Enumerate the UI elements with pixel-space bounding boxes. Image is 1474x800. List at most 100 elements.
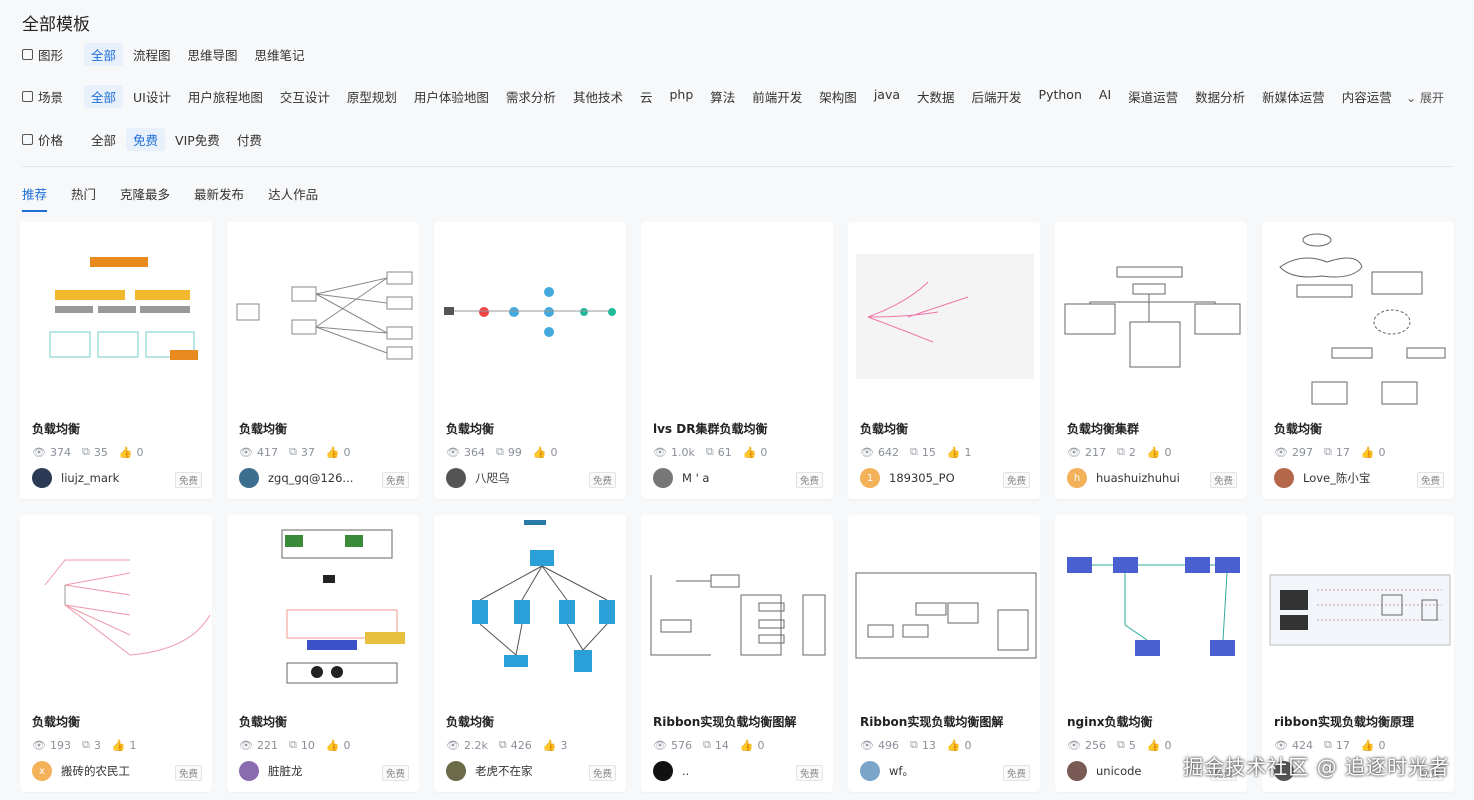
filter-graphics-option[interactable]: 全部 — [84, 43, 124, 66]
template-thumbnail[interactable] — [227, 515, 419, 705]
filter-scene-option[interactable]: AI — [1098, 87, 1112, 102]
author-name[interactable]: wf。 — [889, 764, 914, 778]
template-thumbnail[interactable] — [848, 515, 1040, 705]
avatar[interactable] — [239, 468, 259, 488]
author[interactable]: M ' a — [653, 468, 709, 488]
filter-graphics-option[interactable]: 思维导图 — [187, 48, 238, 63]
template-title[interactable]: nginx负载均衡 — [1067, 715, 1153, 729]
author[interactable]: zgq_gq@126... — [239, 468, 353, 488]
filter-scene-option[interactable]: UI设计 — [133, 90, 171, 105]
template-thumbnail[interactable] — [434, 222, 626, 412]
template-title[interactable]: ribbon实现负载均衡原理 — [1274, 715, 1414, 729]
author-name[interactable]: 189305_PO — [889, 471, 955, 485]
filter-price-option[interactable]: 付费 — [236, 133, 262, 148]
template-thumbnail[interactable] — [1055, 222, 1247, 412]
template-thumbnail[interactable] — [1262, 222, 1454, 412]
filter-scene-option[interactable]: 架构图 — [819, 90, 857, 105]
filter-scene-option[interactable]: php — [669, 87, 694, 102]
template-thumbnail[interactable] — [848, 222, 1040, 412]
author-name[interactable]: Love_陈小宝 — [1303, 471, 1371, 485]
template-title[interactable]: 负载均衡 — [239, 422, 288, 436]
filter-scene-option[interactable]: 算法 — [710, 90, 736, 105]
avatar[interactable] — [860, 761, 880, 781]
filter-scene-option[interactable]: 交互设计 — [279, 90, 330, 105]
template-thumbnail[interactable] — [227, 222, 419, 412]
template-thumbnail[interactable] — [1055, 515, 1247, 705]
template-thumbnail[interactable] — [1262, 515, 1454, 705]
filter-scene-option[interactable]: 用户旅程地图 — [187, 90, 263, 105]
template-title[interactable]: 负载均衡 — [32, 422, 81, 436]
filter-scene-option[interactable]: 新媒体运营 — [1262, 90, 1325, 105]
author[interactable] — [1274, 761, 1303, 781]
author-name[interactable]: zgq_gq@126... — [268, 471, 354, 485]
filter-scene-option[interactable]: java — [873, 87, 901, 102]
filter-scene-option[interactable]: 用户体验地图 — [413, 90, 489, 105]
filter-graphics-option[interactable]: 思维笔记 — [254, 48, 305, 63]
template-title[interactable]: 负载均衡 — [446, 715, 495, 729]
avatar[interactable] — [446, 761, 466, 781]
author[interactable]: unicode — [1067, 761, 1142, 781]
filter-scene-option[interactable]: 大数据 — [917, 90, 955, 105]
tab-item[interactable]: 达人作品 — [268, 187, 319, 202]
template-title[interactable]: 负载均衡 — [446, 422, 495, 436]
avatar[interactable] — [446, 468, 466, 488]
author[interactable]: 八咫乌 — [446, 468, 510, 488]
filter-scene-option[interactable]: 原型规划 — [346, 90, 397, 105]
template-title[interactable]: Ribbon实现负载均衡图解 — [653, 715, 797, 729]
author-name[interactable]: 老虎不在家 — [475, 764, 533, 778]
author[interactable]: 脏脏龙 — [239, 761, 303, 781]
template-title[interactable]: 负载均衡 — [1274, 422, 1323, 436]
author[interactable]: 老虎不在家 — [446, 761, 533, 781]
filter-price-option[interactable]: 全部 — [91, 133, 117, 148]
template-title[interactable]: lvs DR集群负载均衡 — [653, 422, 768, 436]
avatar[interactable]: x — [32, 761, 52, 781]
filter-scene-option[interactable]: 渠道运营 — [1128, 90, 1179, 105]
filter-scene-option[interactable]: 数据分析 — [1195, 90, 1246, 105]
filter-scene-option[interactable]: 前端开发 — [752, 90, 803, 105]
template-thumbnail[interactable] — [20, 222, 212, 412]
author-name[interactable]: liujz_mark — [61, 471, 120, 485]
avatar[interactable] — [239, 761, 259, 781]
filter-scene-option[interactable]: 内容运营 — [1341, 90, 1392, 105]
tab-item[interactable]: 推荐 — [22, 184, 48, 212]
author[interactable]: 1 189305_PO — [860, 468, 955, 488]
template-thumbnail[interactable] — [20, 515, 212, 705]
template-thumbnail[interactable] — [434, 515, 626, 705]
author-name[interactable]: 八咫乌 — [475, 471, 510, 485]
author[interactable]: Love_陈小宝 — [1274, 468, 1370, 488]
template-thumbnail[interactable] — [641, 222, 833, 412]
author-name[interactable]: unicode — [1096, 764, 1142, 778]
filter-scene-option[interactable]: 全部 — [84, 85, 124, 108]
filter-price-option[interactable]: 免费 — [126, 128, 166, 151]
author-name[interactable]: huashuizhuhui — [1096, 471, 1180, 485]
author[interactable]: liujz_mark — [32, 468, 119, 488]
filter-graphics-option[interactable]: 流程图 — [133, 48, 171, 63]
filter-scene-option[interactable]: Python — [1038, 87, 1082, 102]
tab-item[interactable]: 热门 — [71, 187, 97, 202]
author[interactable]: .. — [653, 761, 689, 781]
author-name[interactable]: 脏脏龙 — [268, 764, 303, 778]
avatar[interactable] — [653, 761, 673, 781]
avatar[interactable] — [653, 468, 673, 488]
filter-scene-option[interactable]: 需求分析 — [505, 90, 556, 105]
template-thumbnail[interactable] — [641, 515, 833, 705]
template-title[interactable]: 负载均衡 — [239, 715, 288, 729]
avatar[interactable]: 1 — [860, 468, 880, 488]
expand-button[interactable]: ⌄ 展开 — [1406, 89, 1444, 106]
avatar[interactable] — [32, 468, 52, 488]
template-title[interactable]: Ribbon实现负载均衡图解 — [860, 715, 1004, 729]
template-title[interactable]: 负载均衡 — [32, 715, 81, 729]
avatar[interactable] — [1274, 468, 1294, 488]
